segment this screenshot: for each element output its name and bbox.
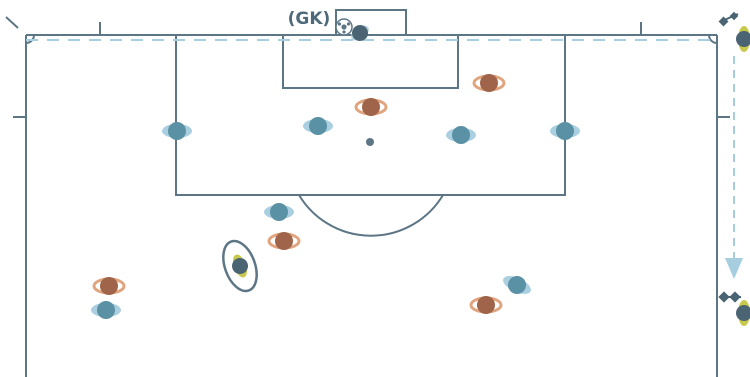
flag-icon	[719, 12, 739, 27]
penalty-spot	[366, 138, 374, 146]
player-blue-icon	[91, 301, 121, 319]
corner-arc-right	[709, 35, 717, 43]
flag-icon	[718, 291, 741, 302]
run-arrow	[725, 56, 743, 279]
referee-icon	[228, 252, 251, 280]
player-blue-icon	[446, 126, 476, 144]
player-brown-icon	[94, 277, 124, 295]
player-brown-icon	[474, 74, 504, 92]
player-blue-icon	[162, 122, 192, 140]
field-markings	[6, 10, 730, 377]
player-blue-icon	[550, 122, 580, 140]
player-brown-icon	[269, 232, 299, 250]
player-blue-icon	[500, 271, 535, 300]
goalkeeper-label: (GK)	[286, 9, 332, 29]
assistant-referee-icon	[736, 300, 750, 326]
penalty-arc	[299, 195, 443, 236]
player-brown-icon	[356, 98, 386, 116]
ball-icon	[336, 19, 352, 35]
player-blue-icon	[303, 117, 333, 135]
goal-area	[283, 35, 458, 88]
corner-flag-mark	[6, 17, 18, 28]
player-blue-icon	[264, 203, 294, 221]
player-brown-icon	[471, 296, 501, 314]
assistant-referee-icon	[736, 26, 750, 52]
